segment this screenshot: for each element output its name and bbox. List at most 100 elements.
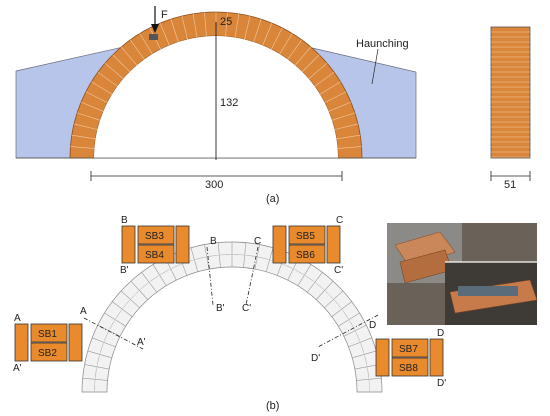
specimen-photo [387,223,538,325]
force-label: F [161,9,168,21]
arch-brick-joints [70,12,362,149]
load-plate [149,34,158,40]
section-b-end-right [175,225,190,264]
arch-joint [225,12,228,37]
sb4-label: SB4 [145,250,164,261]
haunching-label: Haunching [356,38,409,50]
arch-joint [244,15,251,40]
section-d: D SB7 SB8 D' [375,328,446,389]
section-d-top: D [437,328,444,339]
sb5-block [288,225,326,245]
sb4-block [137,244,175,264]
cut-label-a: A [80,306,87,317]
side-view: 51 [490,26,531,191]
section-b-bottom: B' [120,265,129,276]
rise-label: 132 [220,97,238,109]
arch-joint [129,39,145,60]
arch-joint [324,91,347,103]
arch-joint [71,134,96,140]
section-c-end-left [272,225,287,264]
crown-thickness-label: 25 [220,16,232,28]
sb8-block [391,357,429,377]
lower-arch-ring [81,241,383,393]
arch-joint [234,13,240,38]
cut-label-b-prime: B' [216,303,225,314]
arch-joint [314,71,335,87]
arch-joint [279,33,293,55]
section-b-top: B [121,215,128,226]
arch-joint [295,46,312,66]
arch-joint [331,112,355,121]
arch-joint [139,33,153,55]
sb6-block [288,244,326,264]
section-d-end-left [375,338,390,377]
arch-joint [80,101,104,112]
arch-joint [97,71,118,87]
elevation-view: F 25 132 Haunching 300 (a) [15,6,417,205]
arch-joint [337,146,362,149]
cut-line-c [245,246,259,306]
section-a-end-left [14,323,29,362]
section-a: A SB1 SB2 A' [13,313,83,374]
arch-joint [120,46,137,66]
section-b: B SB3 SB4 B' [120,215,190,276]
cut-label-c: C [254,236,261,247]
arch-joint [336,134,361,140]
cut-line-d [317,314,379,348]
arch-joint [271,27,283,50]
arch-joint [253,19,262,43]
sb1-block [30,323,68,343]
section-d-end-right [429,338,444,377]
cut-line-b [206,246,214,306]
section-c-bottom: C' [334,265,343,276]
part-a-label: (a) [266,193,279,205]
photo-strain-gauge [458,286,518,296]
sb8-label: SB8 [399,363,418,374]
arch-joint [319,81,341,95]
arch-joint [181,15,188,40]
side-view-joints [491,31,530,158]
sb2-block [30,342,68,362]
section-d-bottom: D' [437,378,446,389]
lower-arch-midline [94,254,370,393]
cut-label-c-prime: C' [242,303,251,314]
cut-label-d: D [369,320,376,331]
arch-joint [77,112,101,121]
arch-joint [159,22,170,46]
arch-joint [192,13,198,38]
arch-joint [85,91,108,103]
arch-joint [262,22,273,46]
sb7-block [391,338,429,358]
arch-joint [104,62,124,79]
force-arrow-head [151,24,159,33]
arch-joint [287,39,303,60]
sb2-label: SB2 [38,348,57,359]
photo-brick-pair-1 [394,231,456,269]
arch-joint [91,81,113,95]
cut-label-a-prime: A' [137,337,146,348]
sb6-label: SB6 [296,250,315,261]
arch-joint [170,19,179,43]
arch-joint [204,12,207,37]
section-c-top: C [336,215,343,226]
part-b-label: (b) [266,400,279,412]
section-a-top: A [14,313,21,324]
lower-arch-bricks [81,241,383,393]
span-label: 300 [205,179,223,191]
plan-arch [81,241,383,393]
arch-joint [302,54,320,72]
arch-joint [70,146,95,149]
sb1-label: SB1 [38,329,57,340]
width-label: 51 [504,179,516,191]
arch-joint [112,54,130,72]
sb3-label: SB3 [145,231,164,242]
section-a-bottom: A' [13,363,22,374]
cut-line-a [83,317,144,350]
sb3-block [137,225,175,245]
sb5-label: SB5 [296,231,315,242]
arch-joint [73,123,98,130]
cut-label-d-prime: D' [311,353,320,364]
section-c: C SB5 SB6 C' [272,215,343,276]
cut-lines: A A' B B' C C' D D' [80,236,379,364]
